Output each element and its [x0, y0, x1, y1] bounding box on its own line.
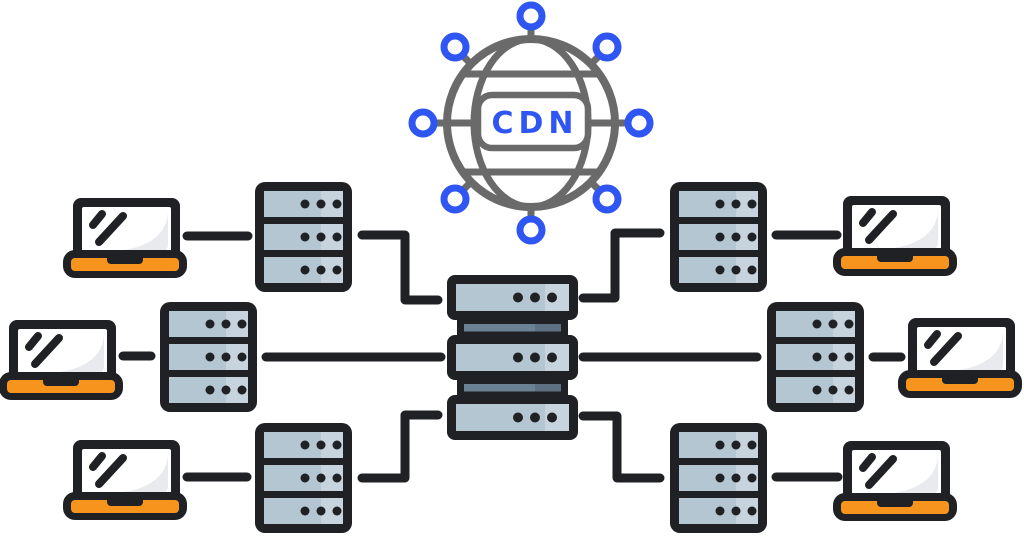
client-laptop-icon-mid-left [0, 320, 123, 400]
network-node-icon [592, 184, 622, 214]
link-server-origin-bottom-right [578, 411, 665, 483]
network-node-icon [440, 32, 470, 62]
edge-server-icon-top-right [670, 182, 767, 292]
client-laptop-icon-top-left [63, 198, 187, 278]
cdn-badge [474, 91, 592, 152]
origin-server-icon [447, 275, 578, 440]
link-server-origin-bottom-left [357, 410, 443, 483]
network-node-icon [592, 32, 622, 62]
network-node-icon [516, 1, 546, 31]
edge-server-icon-mid-left [160, 302, 257, 412]
client-laptop-icon-top-right [833, 196, 957, 276]
edge-server-icon-bottom-right [670, 423, 767, 533]
client-laptop-icon-mid-right [898, 318, 1022, 398]
network-node-icon [408, 108, 438, 138]
network-node-icon [624, 108, 654, 138]
globe-network-nodes [408, 1, 654, 245]
network-node-icon [516, 215, 546, 245]
edge-server-icon-bottom-left [255, 423, 352, 533]
network-node-icon [440, 184, 470, 214]
edge-server-icon-top-left [255, 182, 352, 292]
link-server-origin-top-right [578, 228, 665, 303]
connection-lines [118, 228, 906, 483]
link-server-origin-top-left [357, 230, 443, 305]
client-laptop-icon-bottom-right [833, 441, 957, 521]
client-laptop-icon-bottom-left [63, 440, 187, 520]
cdn-globe-icon: CDN [408, 1, 654, 245]
edge-server-icon-mid-right [767, 302, 864, 412]
cdn-label: CDN [491, 106, 578, 141]
